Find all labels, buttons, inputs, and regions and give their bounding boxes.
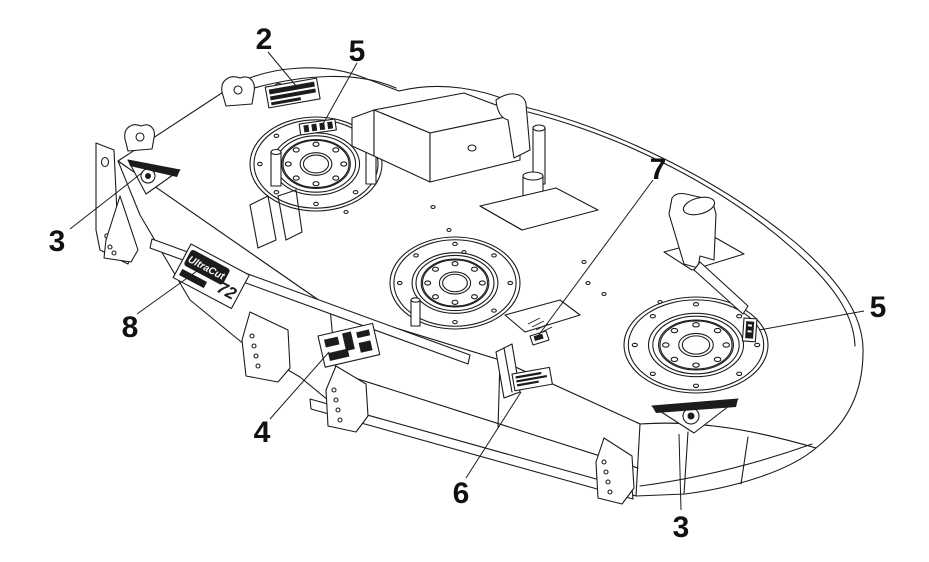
mounting-plate-edge [479, 205, 523, 231]
spindle-decal-right [741, 317, 758, 343]
callout-5-left-label: 5 [349, 35, 366, 68]
rear-lug-2 [124, 124, 155, 152]
callout-7-label: 7 [650, 153, 667, 186]
rear-lug-1 [221, 76, 255, 107]
leader-callout-3-bottom [678, 433, 682, 511]
hook-bracket [495, 93, 531, 159]
spindle-decal-left [298, 118, 337, 136]
callout-6-label: 6 [453, 477, 470, 510]
callout-5-right-label: 5 [870, 291, 887, 324]
skirt-seam-5 [740, 436, 749, 485]
screw-marks [343, 204, 663, 305]
instruction-decal-front [317, 322, 381, 368]
deck-rear-edge-inner [239, 75, 397, 93]
warning-triangle-decal-front [651, 398, 739, 434]
gusset-left [103, 195, 139, 263]
gusset-upper-pair [249, 189, 303, 249]
ultracut-72-logo-decal: UltraCut 72 [172, 243, 250, 310]
leader-callout-7 [537, 179, 654, 337]
leader-lines [69, 51, 865, 511]
gusset-front-3 [595, 437, 635, 505]
left-bracket-hole [100, 156, 110, 168]
callout-2-label: 2 [256, 23, 273, 56]
callout-3-bottom-label: 3 [673, 511, 690, 544]
callout-3-left-label: 3 [49, 225, 66, 258]
deck-rear-edge-inner-right [527, 111, 856, 347]
callout-4-label: 4 [254, 416, 271, 449]
callout-8-label: 8 [122, 311, 139, 344]
front-rail-lower [309, 398, 634, 500]
small-info-decal-front [511, 366, 553, 392]
warning-triangle-decal-left [127, 159, 181, 195]
skirt-seam-4 [683, 431, 689, 495]
leader-callout-5-left [322, 62, 358, 125]
gusset-front-1 [241, 311, 291, 383]
leader-callout-8 [136, 265, 205, 315]
leader-callout-6 [465, 391, 522, 479]
skirt-seam-3 [635, 423, 641, 497]
leader-callout-3-left [69, 171, 144, 230]
callout-labels: 2 5 3 8 4 6 7 5 3 [49, 23, 887, 544]
leader-callout-4 [269, 351, 330, 420]
leader-callout-2 [267, 51, 298, 88]
leader-callout-5-right [758, 310, 865, 331]
gusset-front-2 [325, 365, 369, 433]
right-support-arm [663, 192, 749, 315]
skirt-bottom-inner [639, 443, 813, 487]
skirt-mid-bottom-edge [335, 371, 639, 469]
center-baffle-decal [529, 330, 550, 346]
product-info-decal [264, 77, 321, 109]
